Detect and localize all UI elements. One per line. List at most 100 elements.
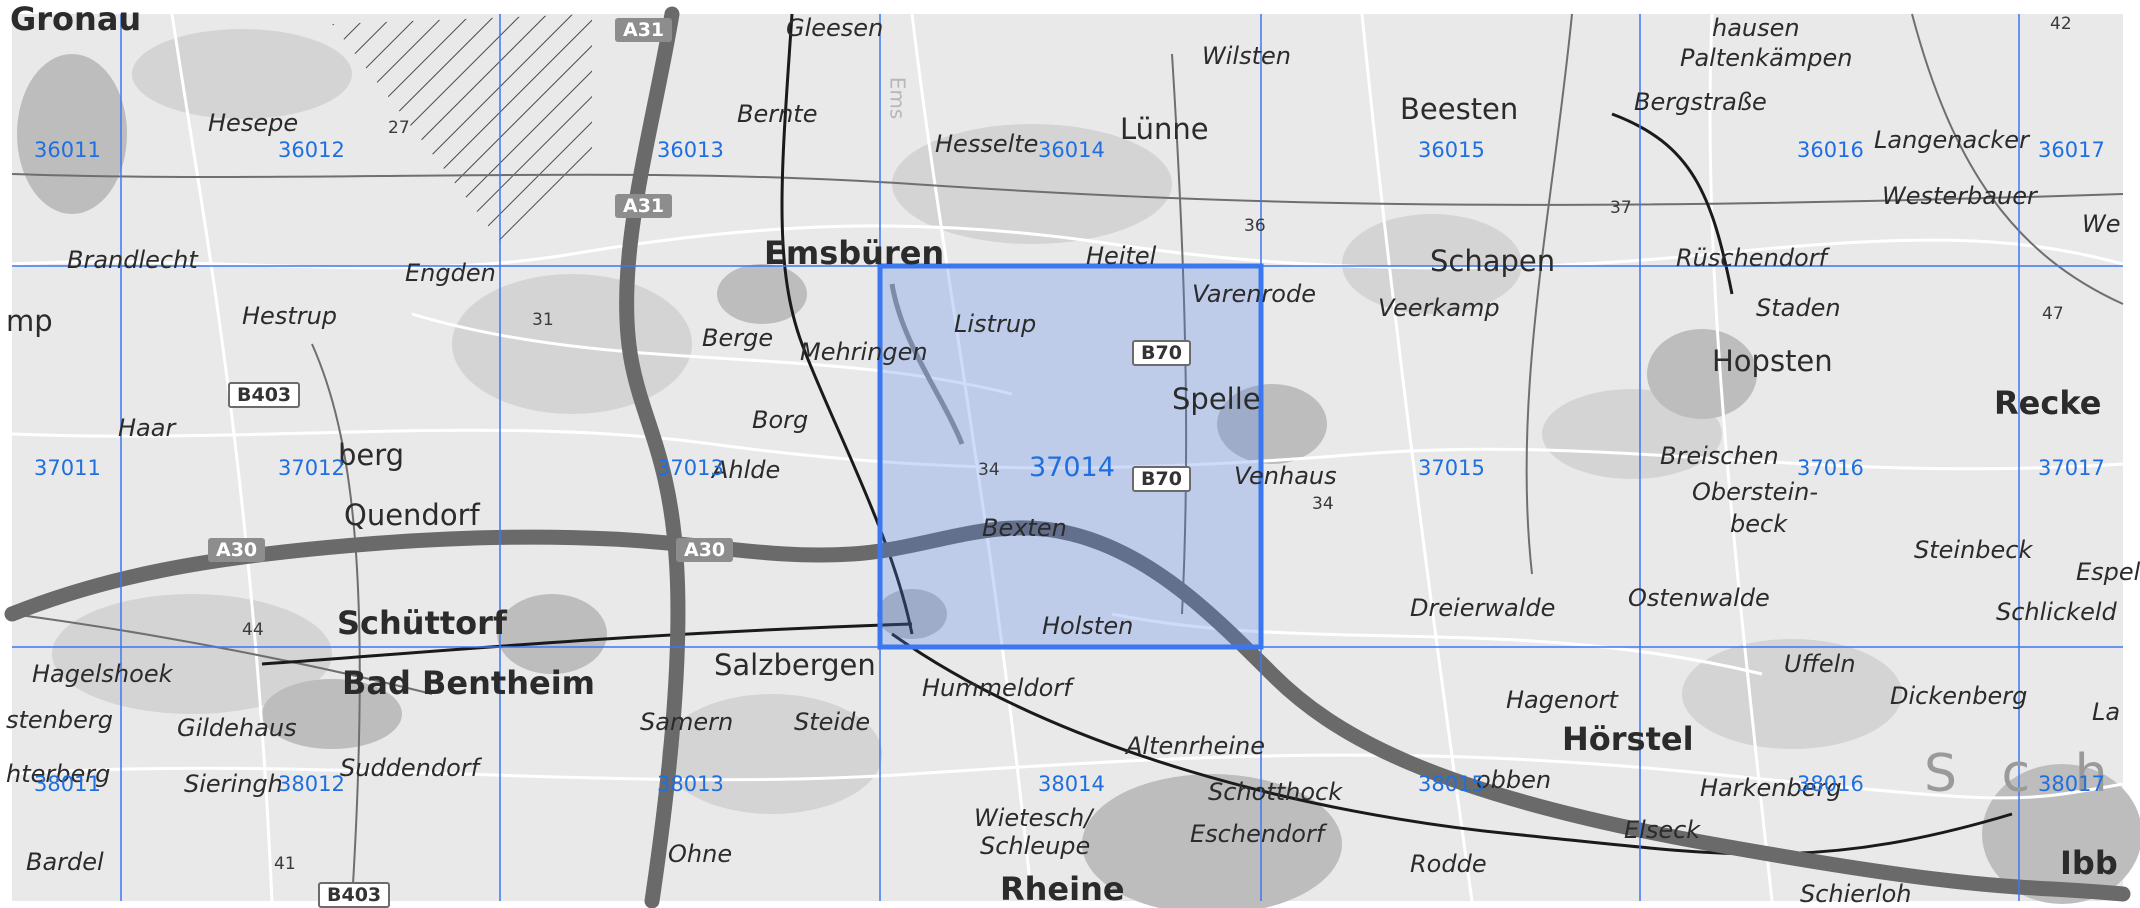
place-haar: Haar [118, 414, 176, 442]
road-shield-b403-top: B403 [228, 382, 301, 408]
grid-cell-label-36014[interactable]: 36014 [1038, 138, 1105, 162]
place-varenrode: Varenrode [1192, 280, 1316, 308]
place-hestrup: Hestrup [242, 302, 338, 330]
grid-cell-label-38017[interactable]: 38017 [2038, 772, 2105, 796]
place-ostenwalde: Ostenwalde [1628, 584, 1770, 612]
minor-roads [11, 13, 2124, 902]
grid-cell-label-38014[interactable]: 38014 [1038, 772, 1105, 796]
spot-height: 42 [2050, 14, 2072, 34]
place-emsbueren: Emsbüren [764, 234, 945, 272]
place-hagelshoek: Hagelshoek [32, 660, 173, 688]
place-eschendorf: Eschendorf [1190, 820, 1325, 848]
place-schuettorf: Schüttorf [337, 604, 507, 642]
grid-cell-label-38011[interactable]: 38011 [34, 772, 101, 796]
grid-cell-label-38015[interactable]: 38015 [1418, 772, 1485, 796]
map-base [4, 6, 2140, 908]
railway-east [891, 632, 2013, 856]
place-oberstein: Oberstein- [1692, 478, 1818, 506]
road-shield-a31-top: A31 [615, 18, 673, 42]
place-obben: obben [1476, 766, 1552, 794]
place-spelle: Spelle [1172, 382, 1261, 416]
place-schotthock: Schotthock [1208, 778, 1343, 806]
place-borg: Borg [752, 406, 809, 434]
grid-cell-label-36011[interactable]: 36011 [34, 138, 101, 162]
railway-west [261, 622, 913, 666]
place-gleesen: Gleesen [786, 14, 884, 42]
road-shield-b70-top: B70 [1132, 340, 1191, 366]
place-holsten: Holsten [1042, 612, 1134, 640]
place-we: We [2082, 210, 2121, 238]
place-ibb: Ibb [2060, 844, 2118, 882]
region-label-schale: S c h [1924, 744, 2122, 804]
place-harkenberg: Harkenberg [1700, 774, 1842, 802]
spot-height: 44 [242, 620, 264, 640]
place-paltenkaempen: Paltenkämpen [1680, 44, 1853, 72]
place-ahlde: Ahlde [712, 456, 781, 484]
place-hummeldorf: Hummeldorf [922, 674, 1072, 702]
place-gildehaus: Gildehaus [177, 714, 297, 742]
secondary-roads [11, 13, 2124, 902]
place-sieringh: Sieringh [184, 770, 283, 798]
place-rheine: Rheine [1000, 870, 1125, 908]
grid-cell-label-37014[interactable]: 37014 [1029, 452, 1115, 483]
place-luenne: Lünne [1120, 112, 1209, 146]
place-hoerstel: Hörstel [1562, 720, 1694, 758]
place-ohne: Ohne [668, 840, 733, 868]
place-heitel: Heitel [1086, 242, 1157, 270]
place-beesten: Beesten [1400, 92, 1519, 126]
grid-cell-label-37017[interactable]: 37017 [2038, 456, 2105, 480]
grid-cell-label-37012[interactable]: 37012 [278, 456, 345, 480]
river-label-ems: Ems [885, 76, 910, 120]
grid-cell-label-37011[interactable]: 37011 [34, 456, 101, 480]
map-canvas[interactable]: Gleesen Bernte Hesselte Lünne Wilsten Be… [4, 0, 2140, 908]
place-steide: Steide [794, 708, 871, 736]
place-wilsten: Wilsten [1202, 42, 1291, 70]
place-langenacker: Langenacker [1874, 126, 2029, 154]
grid-cell-label-36016[interactable]: 36016 [1797, 138, 1864, 162]
river-ems [889, 283, 965, 445]
place-dreierwalde: Dreierwalde [1410, 594, 1556, 622]
place-veerkamp: Veerkamp [1378, 294, 1500, 322]
grid-cell-label-36012[interactable]: 36012 [278, 138, 345, 162]
place-wietesch: Wietesch/ [974, 804, 1093, 832]
grid-cell-label-36015[interactable]: 36015 [1418, 138, 1485, 162]
place-espel: Espel [2076, 558, 2140, 586]
place-hterberg: hterberg [6, 760, 111, 788]
road-shield-a30-mid: A30 [676, 538, 734, 562]
place-rodde: Rodde [1410, 850, 1487, 878]
place-engden: Engden [405, 259, 496, 287]
grid-cell-label-37015[interactable]: 37015 [1418, 456, 1485, 480]
road-shield-b70-mid: B70 [1132, 466, 1191, 492]
place-la: La [2092, 698, 2121, 726]
grid-cell-label-37016[interactable]: 37016 [1797, 456, 1864, 480]
selected-grid-cell[interactable] [877, 263, 1264, 650]
grid-cell-label-38013[interactable]: 38013 [657, 772, 724, 796]
grid-cell-label-37013[interactable]: 37013 [657, 456, 724, 480]
place-dickenberg: Dickenberg [1890, 682, 2028, 710]
place-altenrheine: Altenrheine [1126, 732, 1265, 760]
place-breischen: Breischen [1660, 442, 1779, 470]
road-shield-a30-left: A30 [208, 538, 266, 562]
grid-cell-label-36017[interactable]: 36017 [2038, 138, 2105, 162]
place-bad-bentheim: Bad Bentheim [342, 664, 595, 702]
place-bexten: Bexten [982, 514, 1067, 542]
place-schlickeld: Schlickeld [1996, 598, 2117, 626]
place-recke: Recke [1994, 384, 2102, 422]
place-hesselte: Hesselte [935, 130, 1039, 158]
place-quendorf: Quendorf [344, 498, 480, 532]
place-samern: Samern [640, 708, 734, 736]
place-hopsten: Hopsten [1712, 344, 1833, 378]
spot-height: 47 [2042, 304, 2064, 324]
place-venhaus: Venhaus [1234, 462, 1337, 490]
grid-cell-label-36013[interactable]: 36013 [657, 138, 724, 162]
place-hesepe: Hesepe [208, 109, 299, 137]
place-rueschendorf: Rüschendorf [1676, 244, 1828, 272]
place-salzbergen: Salzbergen [714, 648, 876, 682]
grid-cell-label-38016[interactable]: 38016 [1797, 772, 1864, 796]
road-shield-b403-bottom: B403 [318, 882, 391, 908]
motorway-a30 [4, 520, 2131, 902]
place-listrup: Listrup [954, 310, 1037, 338]
place-mp: mp [6, 304, 53, 338]
grid-cell-label-38012[interactable]: 38012 [278, 772, 345, 796]
place-bergstrasse: Bergstraße [1634, 88, 1767, 116]
